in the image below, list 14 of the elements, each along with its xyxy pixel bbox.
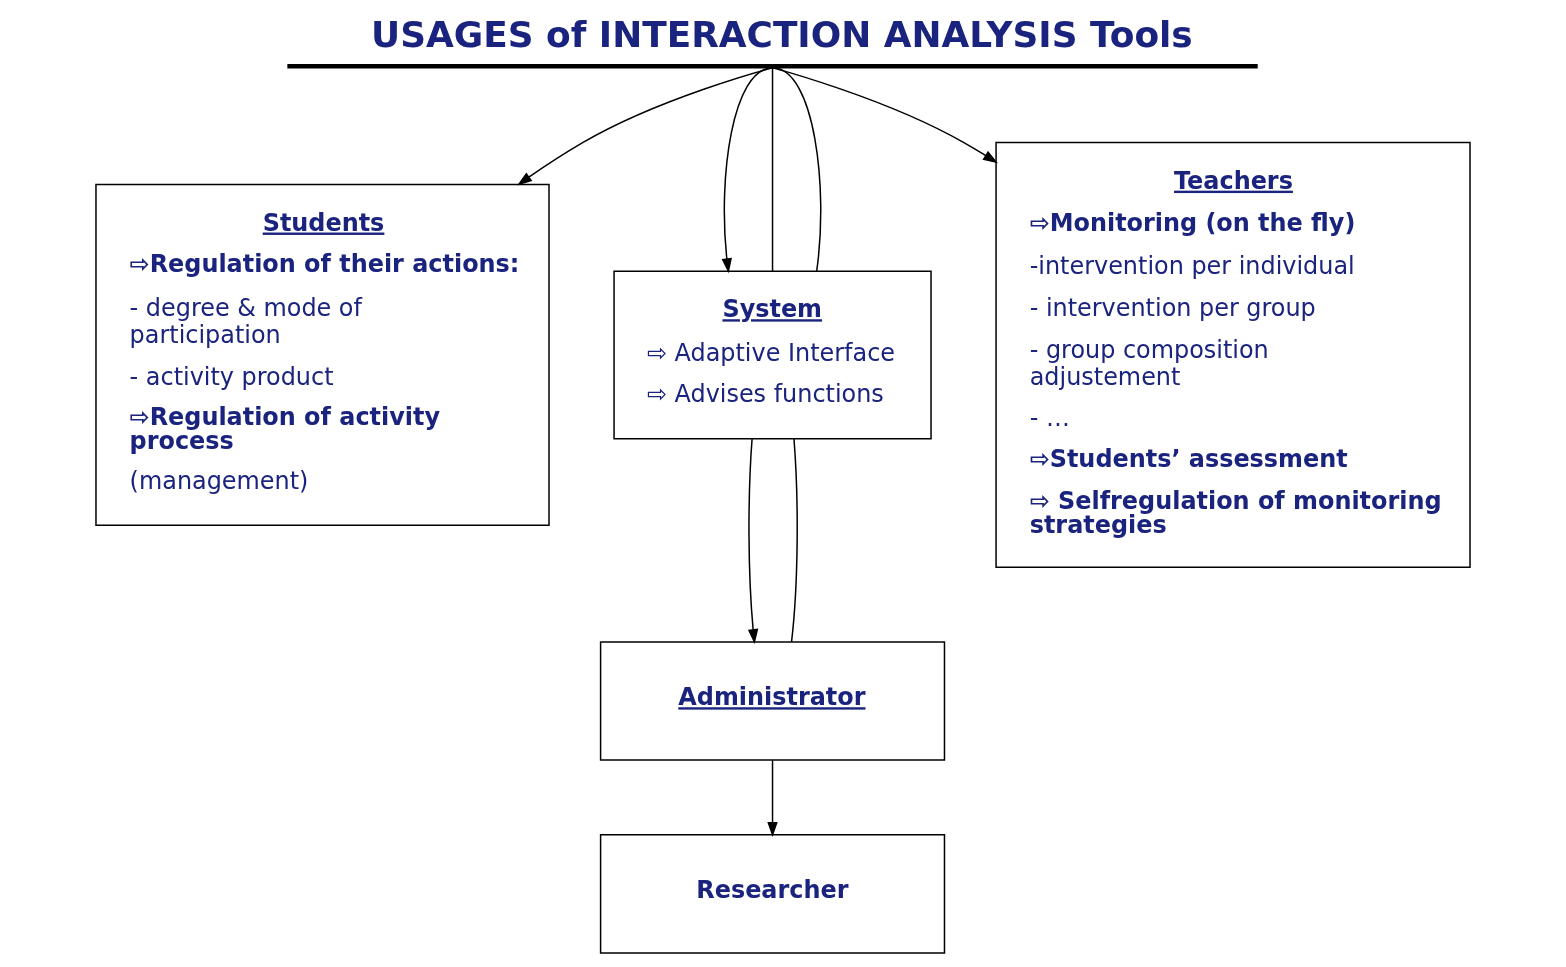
connector xyxy=(790,438,798,643)
arrow xyxy=(747,438,759,645)
connector xyxy=(771,67,774,272)
node-box: Teachers ⇨Monitoring (on the fly) -intervention per individual - intervention per group - group composition adjustement - … ⇨Students’ assessment ⇨ Selfregulation of monitoring strategies xyxy=(995,141,1471,568)
node-box: Administrator xyxy=(599,641,946,761)
node-box: Students ⇨Regulation of their actions: - degree & mode of participation - activity product ⇨Regulation of activity process (management) xyxy=(95,183,550,527)
node-box: Researcher xyxy=(599,834,946,954)
arrow xyxy=(771,67,998,164)
diagram-title: USAGES of INTERACTION ANALYSIS Tools xyxy=(371,14,1193,56)
arrow xyxy=(767,759,778,838)
connector xyxy=(772,67,822,272)
node-bar xyxy=(287,64,1258,69)
node-box: System ⇨ Adaptive Interface ⇨ Advises functions xyxy=(613,270,932,440)
arrow xyxy=(721,67,773,274)
